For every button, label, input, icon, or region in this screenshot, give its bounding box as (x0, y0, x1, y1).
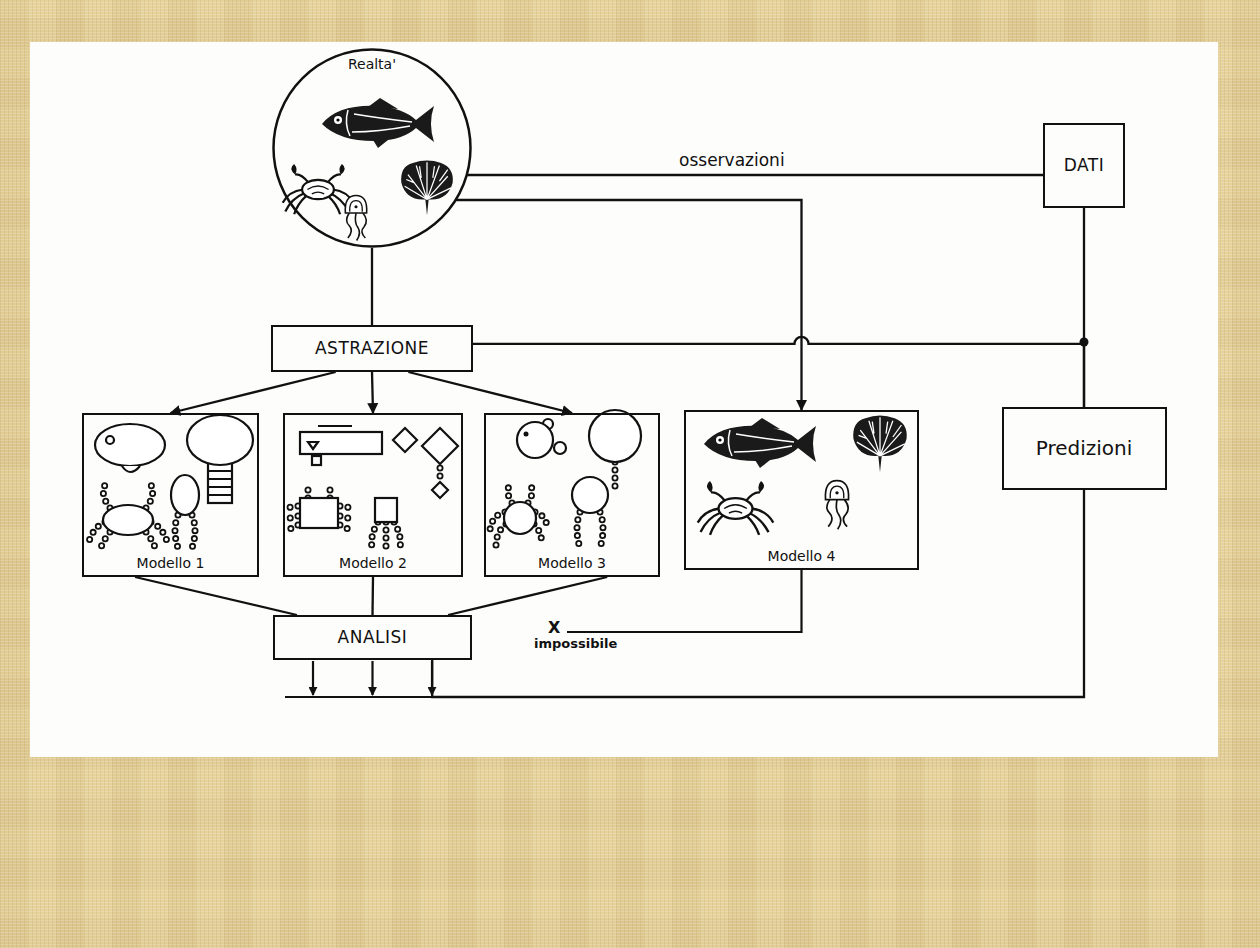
node-label: Realta' (348, 56, 396, 72)
bead-legs (490, 462, 615, 548)
connector (371, 577, 374, 615)
fan-shape (589, 410, 641, 462)
bead-legs (286, 468, 440, 548)
connector (408, 372, 572, 413)
fan-shape (187, 415, 253, 465)
stem-stripes (208, 471, 232, 495)
jelly-shape (375, 498, 397, 522)
node-label: Modello 3 (538, 555, 606, 571)
small-diamond (393, 428, 417, 452)
node-label: Modello 2 (339, 555, 407, 571)
comparison-line (285, 696, 432, 698)
connector (456, 200, 802, 410)
reality-circle: Realta' (272, 48, 472, 248)
node-label: Modello 4 (768, 548, 836, 564)
model-2-figures (286, 426, 458, 548)
connector (432, 490, 1084, 697)
gorgonian-figure (401, 160, 453, 215)
bead-legs (490, 462, 615, 548)
connector (467, 174, 1043, 176)
model-4-figures (698, 416, 907, 535)
small-diamond (432, 482, 448, 498)
data-box: DATI (1043, 123, 1125, 208)
fin-line (318, 425, 352, 427)
fish-shape (517, 422, 553, 458)
connector (372, 372, 373, 413)
result-arrow (312, 661, 314, 695)
crab-figure (698, 481, 774, 535)
fish-eye (308, 442, 318, 449)
fish-shape (300, 432, 382, 454)
node-label: ASTRAZIONE (315, 339, 429, 359)
white-panel (30, 42, 1218, 757)
node-label: Modello 1 (137, 555, 205, 571)
fish-figure (704, 418, 816, 468)
jellyfish-figure (825, 481, 848, 530)
edge-label: osservazioni (676, 151, 788, 171)
connector (448, 577, 607, 615)
circle-border (274, 50, 471, 247)
model-1-figures (88, 415, 253, 551)
fish-fin (312, 456, 321, 465)
fish-fin (122, 466, 140, 472)
crab-shape (103, 505, 153, 535)
connector (371, 248, 373, 325)
fish-figure (322, 98, 434, 148)
cross-mark: X (545, 619, 563, 637)
jelly-shape (572, 477, 608, 513)
crab-shape (300, 498, 338, 528)
bead-legs (286, 468, 440, 548)
model-box: Modello 4 (684, 410, 919, 570)
stem-shape (208, 463, 232, 503)
predictions-box: Predizioni (1002, 407, 1167, 490)
jellyfish-figure (345, 196, 366, 241)
model-box: Modello 3 (484, 413, 660, 577)
analysis-box: ANALISI (273, 615, 472, 660)
model-3-figures (490, 410, 641, 548)
fish-eye (524, 432, 529, 437)
node-label: Predizioni (1036, 437, 1133, 460)
fish-fin (554, 442, 566, 454)
connector (473, 337, 1084, 407)
connector (171, 372, 336, 413)
big-diamond (422, 428, 458, 464)
model-box: Modello 1 (82, 413, 259, 577)
gorgonian-figure (853, 416, 907, 473)
crab-shape (504, 502, 536, 534)
model-box: Modello 2 (283, 413, 463, 577)
reality-figures (283, 98, 453, 241)
fish-eye (106, 436, 114, 444)
jelly-shape (171, 475, 199, 515)
fish-shape (95, 424, 165, 466)
circle-outline (272, 48, 472, 248)
note-label: impossibile (531, 637, 620, 652)
connector (135, 577, 297, 615)
node-label: ANALISI (338, 628, 408, 648)
abstraction-box: ASTRAZIONE (271, 325, 473, 372)
node-label: DATI (1064, 156, 1105, 176)
result-arrow (371, 661, 373, 695)
